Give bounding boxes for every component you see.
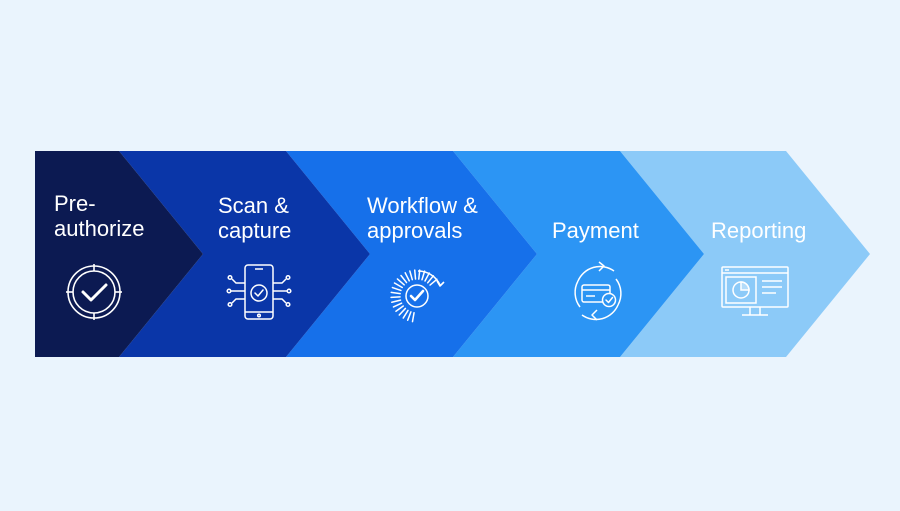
dial-tick	[393, 303, 401, 307]
dial-tick	[408, 312, 411, 320]
dial-tick	[405, 273, 409, 281]
payment-cycle-icon	[566, 259, 630, 327]
dial-tick	[396, 306, 403, 311]
dial-tick	[397, 279, 404, 285]
check-circle-icon	[64, 262, 124, 322]
dial-tick	[403, 310, 408, 318]
dial-tick	[415, 270, 416, 279]
step-label-payment: Payment	[552, 218, 639, 243]
dial-tick	[430, 279, 437, 285]
dial-tick	[392, 300, 401, 302]
dial-tick	[394, 283, 402, 288]
dial-tick	[391, 292, 400, 293]
dial-tick	[399, 308, 405, 315]
dial-tick	[412, 313, 414, 322]
step-label-reporting: Reporting	[711, 218, 806, 243]
dial-tick	[401, 276, 407, 283]
approval-dial-icon	[386, 263, 450, 327]
dial-tick	[392, 288, 401, 291]
step-label-scan: Scan &capture	[218, 193, 291, 243]
phone-scan-icon	[224, 263, 294, 323]
dial-tick	[428, 276, 434, 283]
dial-tick	[410, 271, 412, 280]
step-label-preauthorize: Pre-authorize	[54, 191, 145, 241]
monitor-chart-icon	[720, 265, 790, 321]
step-label-workflow: Workflow &approvals	[367, 193, 478, 243]
